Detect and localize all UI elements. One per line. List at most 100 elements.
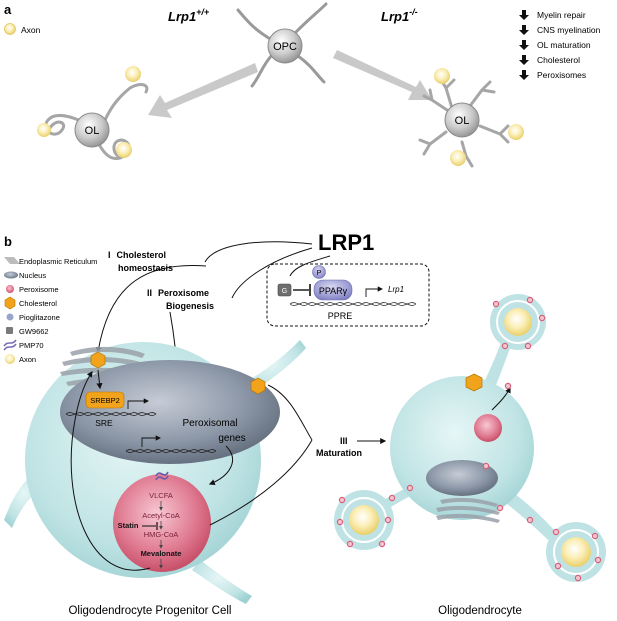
- mevalonate-label: Mevalonate: [141, 549, 182, 558]
- cholesterol-process-icon: [250, 377, 266, 395]
- axon-ko-3: [450, 150, 466, 166]
- ol-caption: Oligodendrocyte: [438, 605, 522, 617]
- legend-item-label: Nucleus: [19, 271, 46, 280]
- pmp70-transporter-icon: [155, 471, 169, 481]
- axon-myelinated-left: [349, 505, 379, 535]
- sre-dna: [65, 412, 157, 416]
- ol-peroxisome: [474, 414, 502, 442]
- legend-item-label: Cholesterol: [19, 299, 57, 308]
- opc-caption: Oligodendrocyte Progenitor Cell: [68, 605, 231, 617]
- cholesterol-to-srebp-arrow: [96, 369, 103, 390]
- ko-genotype-label: Lrp1-/-: [381, 7, 418, 24]
- differentiation-arrow-right: [333, 50, 432, 100]
- cholesterol-export-arrow: [491, 386, 511, 411]
- cholesterol-ol-icon: [465, 373, 483, 392]
- axon-myelinated-right: [561, 537, 591, 567]
- axon-legend-icon-b: [5, 354, 15, 364]
- axon-legend-label: Axon: [21, 25, 41, 35]
- effect-item: Peroxisomes: [519, 70, 586, 80]
- lrp1-connectors: [95, 241, 331, 400]
- axon-wt-top: [125, 66, 141, 82]
- effect-label: Cholesterol: [537, 55, 580, 65]
- perox-dna: [125, 449, 217, 453]
- endoplasmic-reticulum-ol: [436, 497, 500, 523]
- ppre-label: PPRE: [328, 311, 353, 321]
- lrp1-gene-label: Lrp1: [388, 285, 404, 294]
- ol-small-peroxisomes: [336, 296, 602, 582]
- legend-item-label: Pioglitazone: [19, 313, 60, 322]
- gw9662-icon: [277, 283, 292, 297]
- ol-knockout-processes: [418, 76, 510, 168]
- opc-nucleus: [60, 360, 280, 464]
- opc-process-bottom: [192, 560, 252, 604]
- nucleus-legend-icon: [4, 271, 18, 279]
- ol-knockout-label: OL: [455, 115, 470, 127]
- differentiation-arrow-left: [148, 63, 258, 118]
- peroxisomal-genes-label-line2: genes: [218, 433, 245, 444]
- legend-item-label: PMP70: [19, 341, 44, 350]
- opc-processes: [236, 2, 328, 88]
- ol-wildtype-label: OL: [85, 125, 100, 137]
- hmg-coa-label: HMG-CoA: [144, 530, 179, 539]
- acetyl-coa-label: Acetyl-CoA: [142, 511, 180, 520]
- legend-item-label: Axon: [19, 355, 36, 364]
- effect-item: CNS myelination: [519, 25, 601, 35]
- axon-myelinated-top: [504, 308, 532, 336]
- axon-wt-bottom: [116, 142, 132, 158]
- gw9662-label: G: [282, 288, 287, 295]
- legend-panel-b: Endoplasmic Reticulum Nucleus Peroxisome…: [3, 257, 97, 364]
- er-legend-icon: [4, 257, 20, 264]
- maturation-bracket: [209, 384, 313, 526]
- ol-nucleus: [426, 460, 498, 496]
- effect-item: Cholesterol: [519, 55, 580, 65]
- legend-item-label: Endoplasmic Reticulum: [19, 257, 97, 266]
- pathway-iii-num: III: [340, 436, 348, 446]
- opc-label: OPC: [273, 41, 297, 53]
- peroxisome-metabolites: VLCFA Acetyl-CoA Statin HMG-CoA Mevalona…: [118, 491, 182, 558]
- genes-to-peroxisome-arrow: [208, 445, 233, 485]
- opc-cell: [267, 28, 303, 64]
- axon-wt-left: [37, 123, 51, 137]
- ppar-signaling-box: [266, 263, 430, 327]
- vlcfa-label: VLCFA: [149, 491, 173, 500]
- cholesterol-opc-icon: [90, 351, 106, 369]
- axon-ko-2: [508, 124, 524, 140]
- gw9662-legend-icon: [6, 327, 13, 334]
- effect-item: OL maturation: [519, 40, 591, 50]
- pathway-ii-label-line2: Biogenesis: [166, 301, 214, 311]
- down-arrow-icon: [519, 40, 529, 50]
- axon-ko-1: [434, 68, 450, 84]
- down-arrow-icon: [519, 10, 529, 20]
- pathway-i-label-line2: homeostasis: [118, 263, 173, 273]
- phosphate-label: P: [316, 268, 321, 277]
- panel-b-label: b: [4, 234, 12, 249]
- ppar-gamma-label: PPARγ: [319, 286, 348, 296]
- pmp70-legend-icon: [3, 339, 17, 351]
- wt-genotype-label: Lrp1+/+: [168, 7, 210, 24]
- legend-item-label: Peroxisome: [19, 285, 59, 294]
- effect-label: Peroxisomes: [537, 70, 586, 80]
- pioglitazone-legend-icon: [6, 313, 14, 321]
- effect-item: Myelin repair: [519, 10, 586, 20]
- myelin-sheath-left: [334, 490, 394, 550]
- sre-label: SRE: [95, 418, 113, 428]
- down-arrow-icon: [519, 55, 529, 65]
- effect-label: CNS myelination: [537, 25, 601, 35]
- effect-label: Myelin repair: [537, 10, 586, 20]
- statin-label: Statin: [118, 521, 139, 530]
- srebp2-box: [85, 391, 125, 409]
- lrp1-transcription-arrow: [365, 286, 384, 297]
- oligodendrocyte-cell-body: [390, 376, 534, 520]
- peroxisomal-genes-label: Peroxisomal: [182, 418, 237, 429]
- legend-item-label: GW9662: [19, 327, 49, 336]
- peroxisome-pathway-arrows: [142, 501, 163, 569]
- ppre-dna: [289, 302, 417, 306]
- srebp2-label: SREBP2: [90, 396, 120, 405]
- myelin-sheath-top: [490, 294, 546, 350]
- pathway-iii-label: Maturation: [316, 448, 362, 458]
- axon-legend-icon: [4, 23, 16, 35]
